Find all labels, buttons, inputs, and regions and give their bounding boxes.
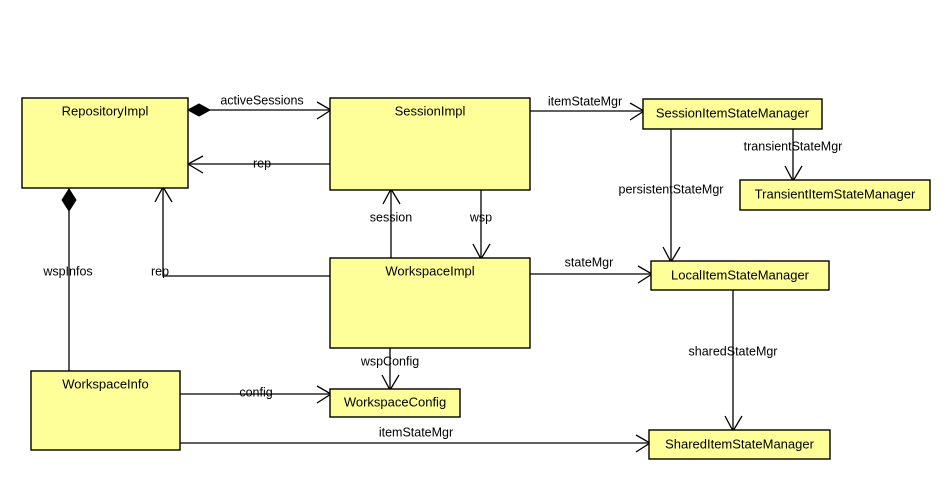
edge-label-config: config (239, 385, 272, 399)
edge-rep-workspace-line (162, 188, 330, 277)
edge-label-wsp: wsp (469, 210, 492, 224)
edge-transient-state-mgr (784, 129, 803, 183)
class-box-workspaceimpl[interactable]: WorkspaceImpl (329, 257, 531, 349)
class-box-sessionitemstatemanager-label: SessionItemStateManager (656, 105, 810, 120)
edge-label-item-state-mgr-top: itemStateMgr (548, 94, 622, 108)
class-box-shareditemstatemanager-label: SharedItemStateManager (665, 436, 815, 451)
class-box-repositoryimpl[interactable]: RepositoryImpl (21, 97, 189, 189)
class-box-workspaceinfo[interactable]: WorkspaceInfo (30, 370, 181, 451)
class-box-sessionimpl[interactable]: SessionImpl (329, 97, 531, 191)
edge-label-persistent-state-mgr: persistentStateMgr (619, 182, 724, 196)
class-box-transientitemstatemanager[interactable]: TransientItemStateManager (739, 179, 931, 211)
edge-label-layer: activeSessions rep itemStateMgr transien… (42, 93, 842, 439)
class-box-transientitemstatemanager-label: TransientItemStateManager (755, 186, 916, 201)
edge-label-rep-session: rep (253, 156, 271, 170)
edge-label-rep-workspace: rep (151, 264, 169, 278)
class-box-sessionimpl-label: SessionImpl (395, 103, 466, 118)
class-box-workspaceimpl-rect[interactable] (329, 257, 531, 349)
edge-label-wsp-infos: wspInfos (42, 264, 92, 278)
edge-label-wsp-config: wspConfig (360, 354, 419, 368)
composition-diamond-icon (61, 188, 77, 212)
edge-shared-state-mgr (724, 290, 743, 433)
class-box-sessionimpl-rect[interactable] (329, 97, 531, 191)
class-box-shareditemstatemanager-rect[interactable] (648, 429, 831, 460)
class-box-workspaceconfig-label: WorkspaceConfig (344, 394, 446, 409)
class-box-sessionitemstatemanager-rect[interactable] (642, 98, 823, 130)
class-box-repositoryimpl-label: RepositoryImpl (62, 103, 149, 118)
class-box-workspaceinfo-rect[interactable] (30, 370, 181, 451)
class-box-localitemstatemanager[interactable]: LocalItemStateManager (650, 260, 830, 291)
class-box-repositoryimpl-rect[interactable] (21, 97, 189, 189)
edge-label-session: session (370, 210, 412, 224)
edge-label-state-mgr: stateMgr (565, 255, 614, 269)
class-box-workspaceimpl-label: WorkspaceImpl (385, 263, 474, 278)
class-box-workspaceconfig[interactable]: WorkspaceConfig (329, 388, 461, 418)
edge-label-active-sessions: activeSessions (220, 93, 303, 107)
class-box-localitemstatemanager-rect[interactable] (650, 260, 830, 291)
edge-layer: SessionImpl (open arrow) --> RepositoryI… (61, 101, 803, 453)
class-box-workspaceinfo-label: WorkspaceInfo (62, 376, 148, 391)
class-box-shareditemstatemanager[interactable]: SharedItemStateManager (648, 429, 831, 460)
edge-label-item-state-mgr-bottom: itemStateMgr (379, 425, 453, 439)
edge-wsp-infos (61, 188, 77, 371)
edge-label-shared-state-mgr: sharedStateMgr (689, 344, 778, 358)
class-box-sessionitemstatemanager[interactable]: SessionItemStateManager (642, 98, 823, 130)
class-box-workspaceconfig-rect[interactable] (329, 388, 461, 418)
edge-rep-workspace (154, 185, 330, 277)
node-layer: RepositoryImpl SessionImpl SessionItemSt… (21, 97, 931, 460)
composition-diamond-icon (186, 103, 212, 117)
class-box-localitemstatemanager-label: LocalItemStateManager (671, 267, 810, 282)
class-box-transientitemstatemanager-rect[interactable] (739, 179, 931, 211)
edge-label-transient-state-mgr: transientStateMgr (744, 139, 843, 153)
edge-wsp (472, 190, 491, 261)
